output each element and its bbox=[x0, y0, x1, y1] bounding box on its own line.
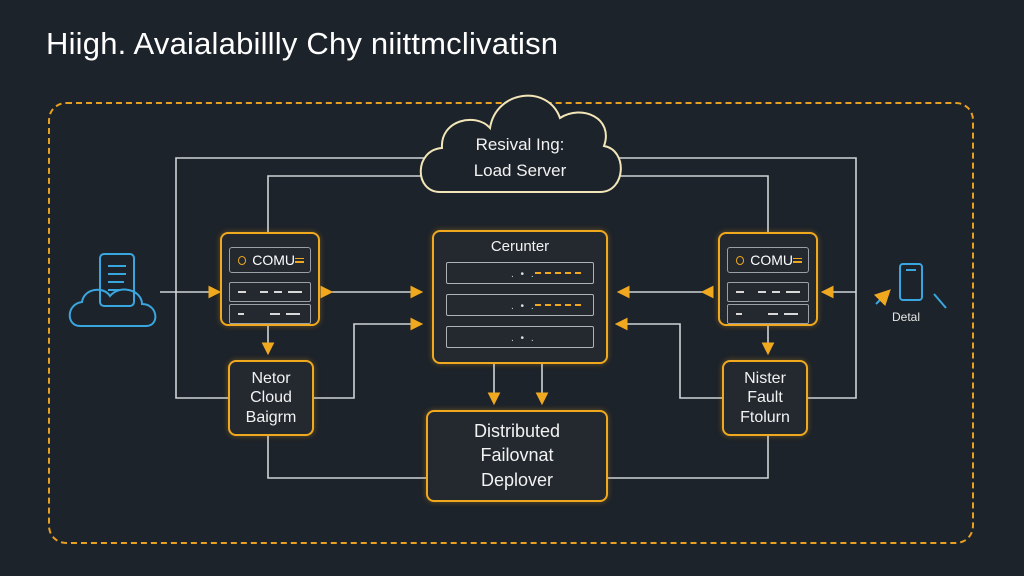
wire-left-inner bbox=[267, 175, 440, 232]
left-cloud-box[interactable]: Netor Cloud Baigrm bbox=[228, 360, 314, 436]
center-rack-3: . • . bbox=[446, 326, 594, 348]
page-title: Hiigh. Avaialabillly Chy niittmclivatisn bbox=[46, 26, 559, 61]
wire-rightbox-center bbox=[614, 317, 722, 399]
left-box-line-3: Baigrm bbox=[245, 408, 297, 426]
right-server-rack-2 bbox=[727, 304, 809, 324]
right-fault-box[interactable]: Nister Fault Ftolurn bbox=[722, 360, 808, 436]
menu-lines-icon bbox=[793, 256, 802, 265]
right-box-line-1: Nister bbox=[744, 370, 786, 388]
left-box-line-1: Netor bbox=[251, 370, 291, 388]
status-dot-icon bbox=[238, 255, 247, 265]
left-server-rack-2 bbox=[229, 304, 311, 324]
left-server-header: COMU bbox=[229, 247, 311, 273]
cloud-line-1: Resival Ing: bbox=[475, 134, 565, 154]
right-server-header: COMU bbox=[727, 247, 809, 273]
center-server[interactable]: Cerunter . • . . • . . • . bbox=[432, 230, 608, 364]
right-server[interactable]: COMU bbox=[718, 232, 818, 326]
wire-right-inner bbox=[590, 175, 769, 232]
left-server-label: COMU bbox=[252, 252, 296, 268]
distributed-failover-box[interactable]: Distributed Failovnat Deplover bbox=[426, 410, 608, 502]
bottom-box-line-3: Deplover bbox=[480, 469, 554, 490]
wire-leftbox-center bbox=[314, 317, 424, 399]
right-server-rack-1 bbox=[727, 282, 809, 302]
right-server-label: COMU bbox=[750, 252, 794, 268]
center-rack-1: . • . bbox=[446, 262, 594, 284]
right-box-line-3: Ftolurn bbox=[740, 408, 790, 426]
left-box-line-2: Cloud bbox=[250, 389, 292, 407]
cloud-shape bbox=[419, 94, 622, 193]
load-server-cloud: Resival Ing: Load Server bbox=[440, 128, 600, 188]
center-server-title: Cerunter bbox=[490, 238, 550, 255]
wire-left-outer bbox=[175, 157, 430, 399]
left-server[interactable]: COMU bbox=[220, 232, 320, 326]
left-client-icon bbox=[68, 253, 157, 327]
menu-lines-icon bbox=[295, 256, 304, 265]
cloud-line-2: Load Server bbox=[473, 161, 567, 180]
center-rack-2: . • . bbox=[446, 294, 594, 316]
bottom-box-line-1: Distributed bbox=[473, 420, 561, 441]
left-server-rack-1 bbox=[229, 282, 311, 302]
wire-leftbox-bottom bbox=[267, 436, 426, 479]
right-client-label: Detal bbox=[892, 310, 921, 324]
wire-rightbox-bottom bbox=[608, 436, 769, 479]
status-dot-icon bbox=[736, 255, 745, 265]
wire-right-outer bbox=[600, 157, 857, 399]
bottom-box-line-2: Failovnat bbox=[480, 445, 554, 466]
right-box-line-2: Fault bbox=[747, 389, 783, 407]
right-client-icon bbox=[873, 263, 947, 309]
